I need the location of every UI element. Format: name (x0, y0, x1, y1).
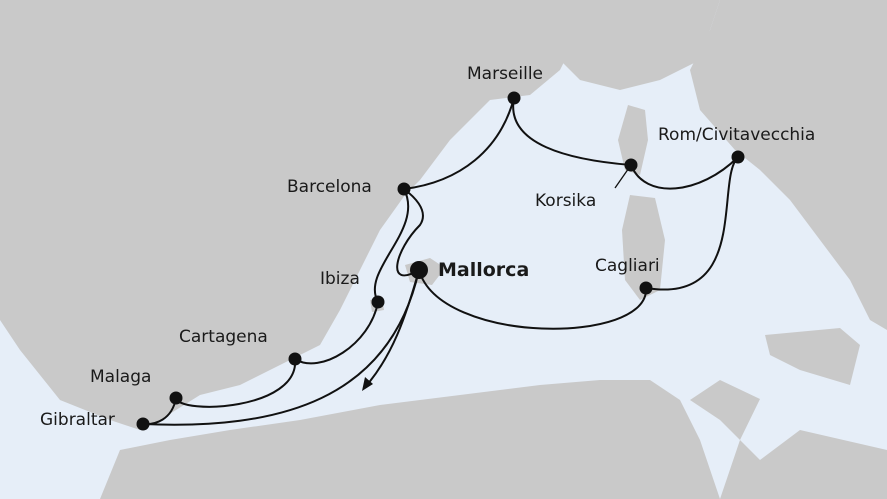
route-cartagena-malaga (175, 358, 297, 408)
route-rom-cagliari (645, 156, 739, 291)
port-markers (136, 91, 745, 431)
route-korsika-rom (630, 156, 739, 190)
marker-ibiza (371, 295, 385, 309)
arrow-icon (362, 377, 373, 391)
route-barcelona-ibiza (373, 188, 410, 303)
africa (100, 380, 720, 499)
tunisia (690, 380, 887, 499)
route-mallorca-barcelona (396, 188, 424, 277)
marker-gibraltar (136, 417, 150, 431)
label-cagliari: Cagliari (595, 256, 660, 276)
france-coast (540, 0, 720, 90)
route (142, 97, 739, 426)
route-cagliari-mallorca (418, 269, 648, 330)
route-marseille-korsika (512, 97, 632, 166)
marker-marseille (507, 91, 521, 105)
label-mallorca: Mallorca (438, 259, 530, 281)
label-gibraltar: Gibraltar (40, 410, 115, 430)
route-gibraltar-mallorca (142, 269, 420, 426)
route-barcelona-marseille (403, 97, 515, 190)
label-marseille: Marseille (467, 64, 544, 84)
iberia-france (0, 0, 575, 430)
route-ibiza-cartagena (294, 301, 379, 365)
sicily (765, 328, 860, 385)
marker-cartagena (288, 352, 302, 366)
label-cartagena: Cartagena (179, 327, 268, 347)
marker-mallorca (410, 261, 428, 279)
label-korsika: Korsika (535, 191, 597, 211)
italy (690, 0, 887, 330)
corsica (618, 105, 648, 175)
label-rom: Rom/Civitavecchia (658, 125, 816, 145)
marker-rom (731, 150, 745, 164)
label-ibiza: Ibiza (320, 269, 360, 289)
route-mallorca-south (366, 269, 420, 386)
marker-korsika (624, 158, 638, 172)
sardinia (622, 195, 665, 300)
marker-malaga (169, 391, 183, 405)
marker-barcelona (397, 182, 411, 196)
marker-cagliari (639, 281, 653, 295)
label-malaga: Malaga (90, 367, 152, 387)
label-barcelona: Barcelona (287, 177, 372, 197)
